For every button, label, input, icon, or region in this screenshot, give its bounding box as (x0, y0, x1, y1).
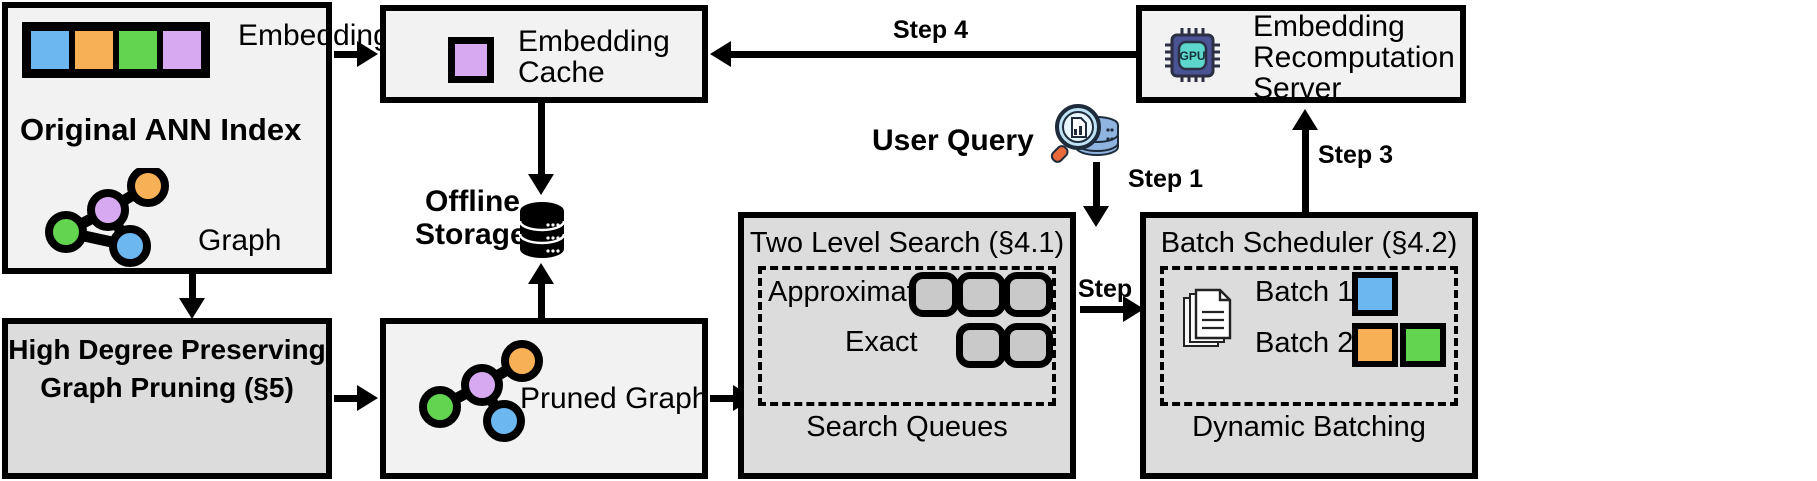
offline-storage-line2: Storage (415, 218, 527, 251)
arrow-step1-head (1083, 206, 1109, 227)
step-4-label: Step 4 (893, 16, 969, 44)
two-level-search-title: Two Level Search (§4.1) (749, 227, 1065, 259)
embedding-cache-line2: Cache (518, 56, 605, 89)
embedding-cache-box (380, 5, 708, 103)
embedding-cell-blue (28, 28, 72, 72)
purple-square-icon (448, 37, 494, 83)
arrow-cache-to-storage-line (538, 103, 545, 176)
offline-storage-line1: Offline (425, 185, 520, 218)
arrow-prunedgraph-to-storage-head (528, 263, 554, 284)
search-queues-panel (758, 266, 1056, 406)
embedding-cell-purple (160, 28, 204, 72)
approximate-row-label: Approximate (768, 276, 931, 308)
documents-stack-icon (1183, 288, 1232, 347)
gpu-icon-text: GPU (1179, 49, 1205, 63)
graph-pruning-line1: High Degree Preserving (8, 334, 326, 365)
batch-2-chip-green (1400, 323, 1446, 367)
recomputation-server-line1: Embedding (1253, 10, 1405, 43)
arrow-cache-to-storage-head (528, 174, 554, 195)
batch-2-chip-orange (1352, 323, 1398, 367)
arrow-step1-line (1093, 162, 1100, 210)
recomputation-server-line2: Recomputation (1253, 41, 1455, 74)
arrow-index-to-pruning-line (189, 274, 196, 302)
graph-label: Graph (198, 224, 282, 257)
pruned-graph-label: Pruned Graph (520, 382, 709, 415)
arrow-index-to-pruning-head (179, 298, 205, 319)
exact-row-label: Exact (845, 326, 918, 358)
recomputation-server-line3: Server (1253, 72, 1342, 105)
batch-2-label: Batch 2 (1255, 327, 1354, 359)
batch-1-label: Batch 1 (1255, 276, 1354, 308)
user-query-label: User Query (872, 124, 1034, 157)
pruned-graph-icon (419, 340, 543, 442)
approximate-queue-slot-1[interactable] (1003, 272, 1053, 317)
original-graph-icon (45, 168, 169, 267)
arrow-prunedgraph-to-search-line (710, 395, 738, 402)
arrow-step3-head (1292, 109, 1318, 130)
arrow-prunedgraph-to-storage-line (538, 282, 545, 322)
dynamic-batching-footer: Dynamic Batching (1192, 411, 1426, 443)
embedding-strip-icon (22, 22, 210, 78)
gpu-chip-icon: GPU (1165, 28, 1220, 82)
arrow-index-to-cache-line (334, 51, 362, 58)
embedding-cache-line1: Embedding (518, 25, 670, 58)
arrow-step2-head (1123, 296, 1144, 322)
arrow-step3-line (1302, 128, 1309, 214)
magnifier-over-database-icon (1050, 104, 1119, 163)
exact-queue-slot-2[interactable] (1003, 323, 1053, 368)
graph-pruning-line2: Graph Pruning (§5) (40, 372, 294, 403)
arrow-index-to-cache-head (357, 41, 378, 67)
dynamic-batching-panel (1160, 266, 1458, 406)
step-1-label: Step 1 (1128, 165, 1204, 193)
arrow-pruning-to-prunedgraph-head (357, 385, 378, 411)
arrow-step4-head (710, 41, 731, 67)
arrow-step4-line (728, 51, 1138, 58)
arrow-pruning-to-prunedgraph-line (334, 395, 362, 402)
approximate-queue-slot-2[interactable] (956, 272, 1006, 317)
step-3-label: Step 3 (1318, 141, 1394, 169)
original-ann-index-title: Original ANN Index (20, 112, 302, 147)
arrow-step2-line (1080, 306, 1128, 313)
exact-queue-slot-1[interactable] (956, 323, 1006, 368)
batch-scheduler-title: Batch Scheduler (§4.2) (1160, 227, 1458, 259)
embedding-cell-orange (72, 28, 116, 72)
approximate-queue-slot-3[interactable] (909, 272, 959, 317)
search-queues-footer: Search Queues (806, 411, 1008, 443)
graph-pruning-box (2, 318, 332, 479)
database-cylinder-icon (518, 202, 566, 258)
batch-1-chip-blue (1352, 272, 1398, 316)
embedding-cell-green (116, 28, 160, 72)
